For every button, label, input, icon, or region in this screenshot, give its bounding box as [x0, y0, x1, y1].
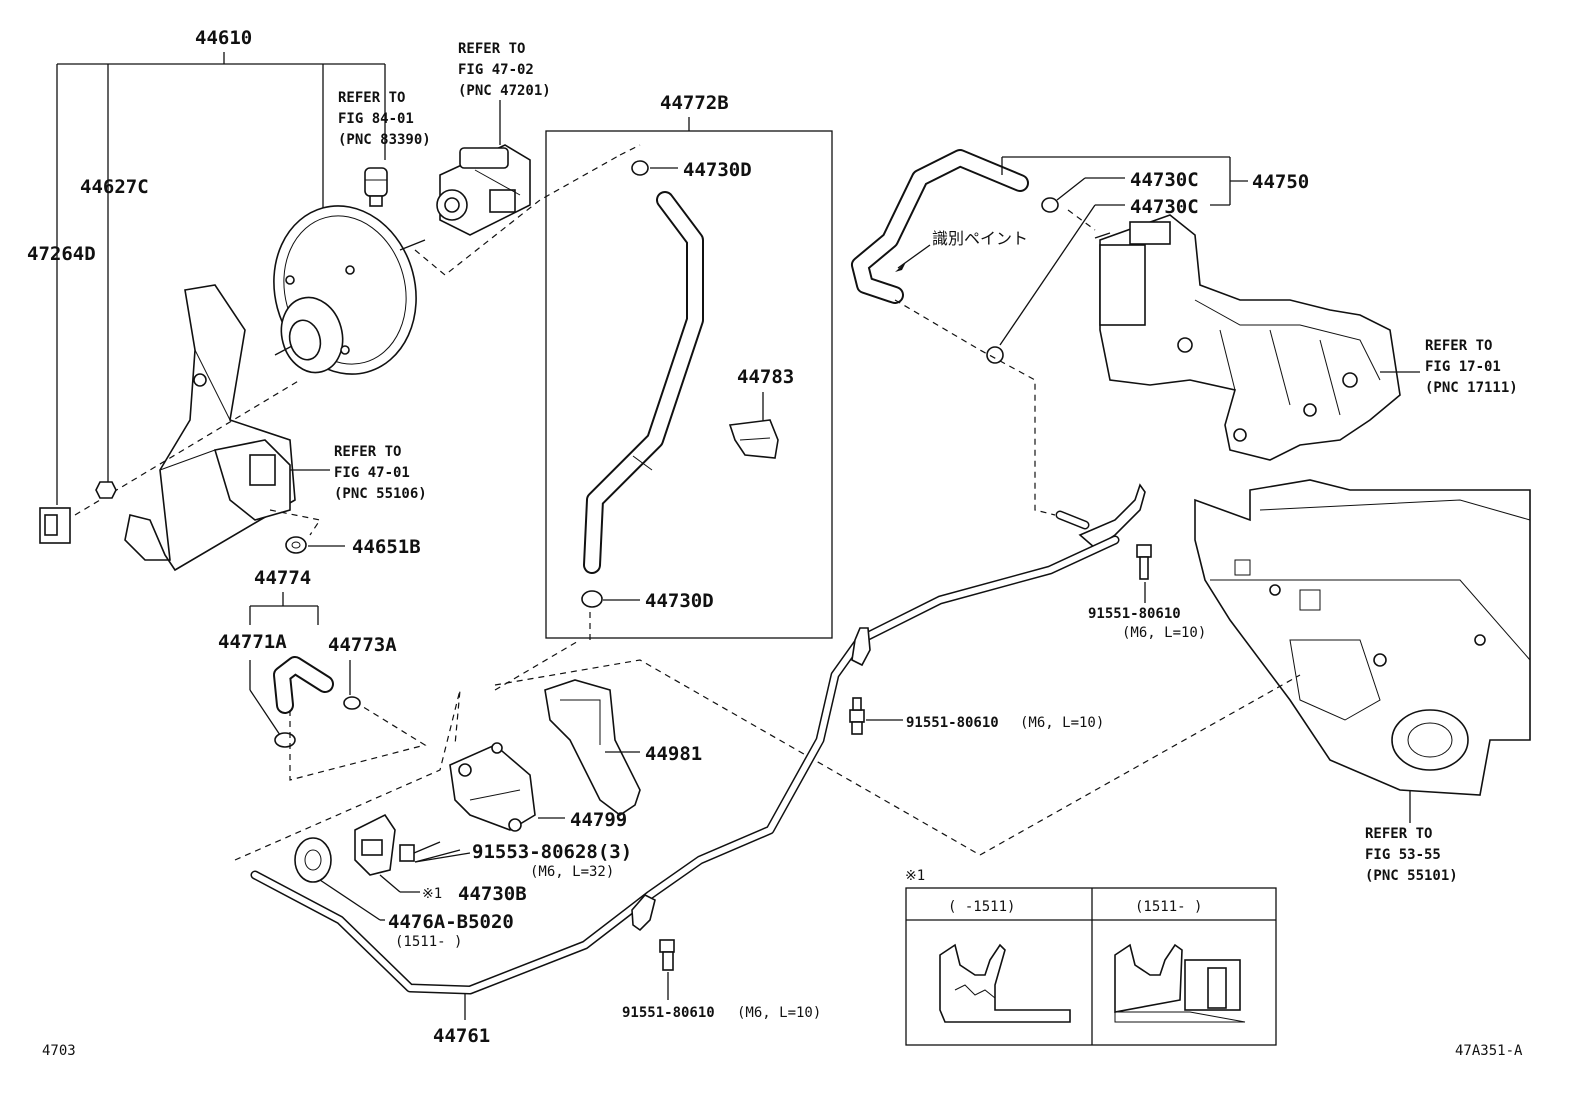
- bolt-91551-a-icon: [1136, 544, 1152, 580]
- ref-fig-47-02[interactable]: REFER TO FIG 47-02 (PNC 47201): [458, 41, 551, 99]
- inset-right-clip-icon: [1114, 943, 1246, 1023]
- inset-variants: ( -1511) (1511- ): [905, 887, 1277, 1046]
- svg-text:FIG 47-02: FIG 47-02: [458, 62, 534, 78]
- clip-44783-icon: [728, 419, 779, 459]
- label-91553-spec: (M6, L=32): [530, 864, 614, 880]
- label-44750[interactable]: 44750: [1252, 171, 1309, 193]
- label-44627C[interactable]: 44627C: [80, 176, 149, 198]
- label-4476A[interactable]: 4476A-B5020: [388, 911, 514, 933]
- intake-manifold-icon: [1094, 214, 1401, 461]
- svg-text:FIG 47-01: FIG 47-01: [334, 465, 410, 481]
- hose-44771A-icon: [273, 656, 334, 714]
- inset-left-header: ( -1511): [948, 899, 1015, 915]
- ref-fig-53-55[interactable]: REFER TO FIG 53-55 (PNC 55101): [1365, 826, 1458, 884]
- label-44730B[interactable]: 44730B: [458, 883, 527, 905]
- dash-panel-icon: [1194, 479, 1531, 796]
- label-44774[interactable]: 44774: [254, 567, 311, 589]
- nut-44627C-icon: [95, 481, 117, 499]
- svg-text:(PNC 83390): (PNC 83390): [338, 132, 431, 148]
- svg-text:(PNC 17111): (PNC 17111): [1425, 380, 1518, 396]
- label-44730C-2[interactable]: 44730C: [1130, 196, 1199, 218]
- clamp-44730D-bottom-icon: [581, 590, 603, 608]
- label-44783[interactable]: 44783: [737, 366, 794, 388]
- inset-left-clip-icon: [939, 943, 1071, 1023]
- hose-44772B-icon: [583, 191, 704, 574]
- label-44651B[interactable]: 44651B: [352, 536, 421, 558]
- clamp-44730C-2-icon: [986, 346, 1004, 364]
- vacuum-sensor-icon: [364, 167, 388, 207]
- pipe-bracket-low-icon: [631, 894, 656, 932]
- figure-code: 47A351-A: [1455, 1043, 1523, 1059]
- paint-note[interactable]: 識別ペイント: [932, 229, 1028, 248]
- bolt-91551-c-icon: [659, 939, 675, 971]
- svg-text:(PNC 47201): (PNC 47201): [458, 83, 551, 99]
- clip-4476A-icon: [294, 837, 332, 883]
- page-number: 4703: [42, 1043, 76, 1059]
- clip-47264D-icon: [39, 507, 71, 544]
- svg-text:REFER TO: REFER TO: [334, 444, 401, 460]
- label-91551-c[interactable]: 91551-80610: [622, 1005, 715, 1021]
- label-91551-b[interactable]: 91551-80610: [906, 715, 999, 731]
- box-44772B: [545, 130, 833, 639]
- cover-44981-icon: [544, 679, 641, 816]
- inset-mark: ※1: [905, 868, 925, 884]
- label-91551-a[interactable]: 91551-80610: [1088, 606, 1181, 622]
- svg-text:(PNC 55101): (PNC 55101): [1365, 868, 1458, 884]
- group-44610-leaders: 44610: [56, 27, 386, 505]
- svg-text:REFER TO: REFER TO: [458, 41, 525, 57]
- label-44610[interactable]: 44610: [195, 27, 252, 49]
- svg-text:FIG 53-55: FIG 53-55: [1365, 847, 1441, 863]
- label-44772B[interactable]: 44772B: [660, 92, 729, 114]
- label-91551-c-spec: (M6, L=10): [737, 1005, 821, 1021]
- nut-44651B-icon: [285, 536, 307, 554]
- label-91553[interactable]: 91553-80628(3): [472, 841, 632, 863]
- label-44799[interactable]: 44799: [570, 809, 627, 831]
- hose-44750-icon: [851, 149, 1029, 304]
- svg-text:(PNC 55106): (PNC 55106): [334, 486, 427, 502]
- ref-fig-47-01[interactable]: REFER TO FIG 47-01 (PNC 55106): [334, 444, 427, 502]
- clamp-44771A-icon: [274, 732, 296, 748]
- clip-44730B-icon: [354, 813, 396, 876]
- label-4476A-spec: (1511- ): [395, 934, 462, 950]
- svg-text:FIG 17-01: FIG 17-01: [1425, 359, 1501, 375]
- label-44730D-top[interactable]: 44730D: [683, 159, 752, 181]
- master-cylinder-icon: [436, 144, 531, 236]
- inset-right-header: (1511- ): [1135, 899, 1202, 915]
- clamp-44730C-1-icon: [1041, 197, 1059, 213]
- svg-text:REFER TO: REFER TO: [1425, 338, 1492, 354]
- mark-44730B: ※1: [422, 886, 442, 902]
- label-44730C-1[interactable]: 44730C: [1130, 169, 1199, 191]
- pedal-bracket-icon: [124, 284, 296, 572]
- label-91551-b-spec: (M6, L=10): [1020, 715, 1104, 731]
- svg-text:REFER TO: REFER TO: [338, 90, 405, 106]
- label-44730D-bottom[interactable]: 44730D: [645, 590, 714, 612]
- label-91551-a-spec: (M6, L=10): [1122, 625, 1206, 641]
- clamp-44773A-icon: [343, 696, 361, 710]
- label-44981[interactable]: 44981: [645, 743, 702, 765]
- bolt-91553-icon: [399, 841, 441, 862]
- svg-text:REFER TO: REFER TO: [1365, 826, 1432, 842]
- clamp-44730D-top-icon: [631, 160, 649, 176]
- pipe-bracket-mid-icon: [851, 627, 871, 667]
- label-44773A[interactable]: 44773A: [328, 634, 397, 656]
- ref-fig-84-01[interactable]: REFER TO FIG 84-01 (PNC 83390): [338, 90, 431, 148]
- valve-44799-icon: [449, 742, 536, 832]
- label-47264D[interactable]: 47264D: [27, 243, 96, 265]
- pipe-44761-icon: [250, 510, 1120, 995]
- svg-text:FIG 84-01: FIG 84-01: [338, 111, 414, 127]
- ref-fig-17-01[interactable]: REFER TO FIG 17-01 (PNC 17111): [1425, 338, 1518, 396]
- label-44761[interactable]: 44761: [433, 1025, 490, 1047]
- brake-booster-icon: [273, 205, 426, 375]
- paint-arrow-icon: [897, 244, 931, 269]
- bolt-91551-b-icon: [849, 697, 865, 735]
- label-44771A[interactable]: 44771A: [218, 631, 287, 653]
